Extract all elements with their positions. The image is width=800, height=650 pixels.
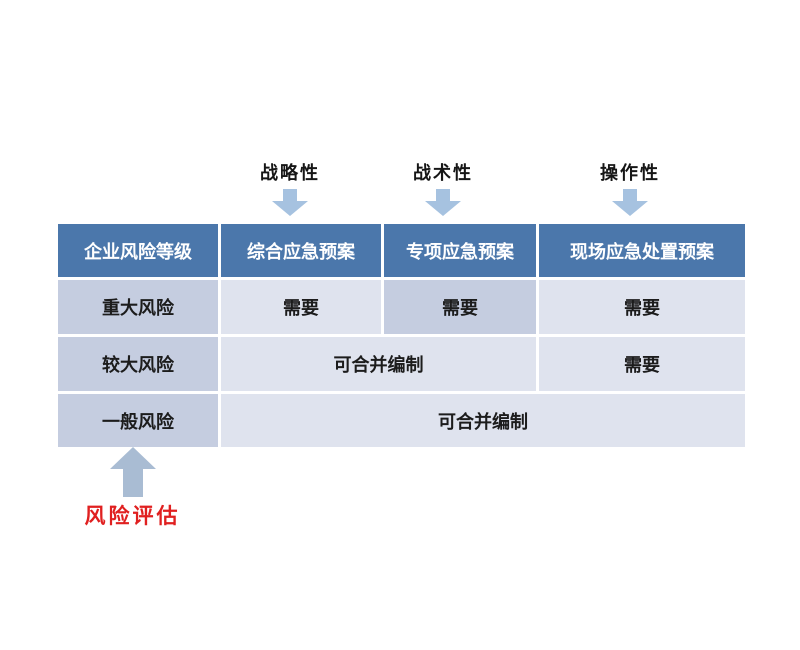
annotation-risk-assessment: 风险评估 bbox=[70, 447, 195, 530]
cell-general-merged: 可合并编制 bbox=[221, 394, 745, 447]
cell-relative-onsite: 需要 bbox=[539, 337, 745, 391]
down-arrow-icon bbox=[425, 188, 461, 216]
cell-relative-merged: 可合并编制 bbox=[221, 337, 536, 391]
cell-major-onsite: 需要 bbox=[539, 280, 745, 334]
operational-label: 操作性 bbox=[600, 163, 660, 184]
risk-plan-table: 企业风险等级 综合应急预案 专项应急预案 现场应急处置预案 重大风险 需要 需要… bbox=[58, 224, 745, 447]
row-major-risk-level: 重大风险 bbox=[58, 280, 218, 334]
up-arrow-icon bbox=[109, 447, 156, 497]
tactical-label: 战术性 bbox=[413, 163, 473, 184]
header-special-plan: 专项应急预案 bbox=[384, 224, 536, 277]
cell-major-special: 需要 bbox=[384, 280, 536, 334]
cell-major-comprehensive: 需要 bbox=[221, 280, 381, 334]
header-comprehensive-plan: 综合应急预案 bbox=[221, 224, 381, 277]
header-onsite-plan: 现场应急处置预案 bbox=[539, 224, 745, 277]
risk-assessment-label: 风险评估 bbox=[84, 503, 181, 528]
header-risk-level: 企业风险等级 bbox=[58, 224, 218, 277]
down-arrow-icon bbox=[272, 188, 308, 216]
annotation-operational: 操作性 bbox=[570, 163, 690, 216]
annotation-strategic: 战略性 bbox=[230, 163, 350, 216]
strategic-label: 战略性 bbox=[260, 163, 320, 184]
row-general-risk-level: 一般风险 bbox=[58, 394, 218, 447]
down-arrow-icon bbox=[612, 188, 648, 216]
row-relative-risk-level: 较大风险 bbox=[58, 337, 218, 391]
annotation-tactical: 战术性 bbox=[383, 163, 503, 216]
